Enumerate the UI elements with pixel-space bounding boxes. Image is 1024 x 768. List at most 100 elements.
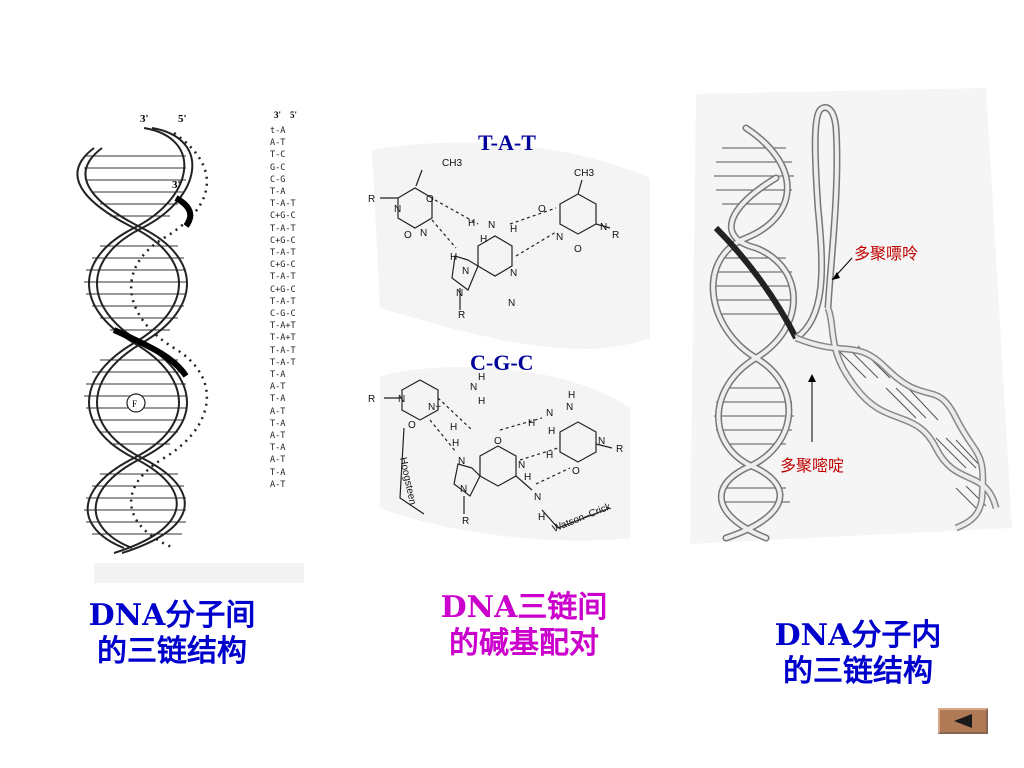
svg-text:O: O <box>404 230 412 241</box>
svg-text:O: O <box>574 244 582 255</box>
cgc-triplet-label: C-G-C <box>470 350 534 375</box>
svg-text:N: N <box>458 456 465 467</box>
svg-text:H: H <box>546 450 553 461</box>
sequence-entry: C+G-C <box>270 284 296 295</box>
caption-intermolecular-line2: 的三链结构 <box>97 634 247 669</box>
svg-text:O: O <box>426 194 434 205</box>
sequence-entry: T-A <box>270 467 286 478</box>
sequence-entry: T-A-T <box>270 248 296 259</box>
intermolecular-triplex-figure: F 3' 5' 3' 3' 5' <box>74 108 314 588</box>
svg-text:H: H <box>548 426 555 437</box>
sequence-entry: T-A-T <box>270 223 296 234</box>
caption-intramolecular-line1: DNA分子内 <box>774 618 942 653</box>
svg-text:H: H <box>528 418 535 429</box>
svg-text:R: R <box>368 194 375 205</box>
svg-text:H: H <box>538 512 545 523</box>
svg-text:N+: N+ <box>428 402 441 413</box>
svg-text:H: H <box>568 390 575 401</box>
sequence-entry: A-T <box>270 455 286 466</box>
svg-text:H: H <box>478 396 485 407</box>
caption-base-pairing-line1: DNA三链间 <box>440 590 608 625</box>
svg-text:CH3: CH3 <box>442 158 462 169</box>
sequence-entry: T-A+T <box>270 321 296 332</box>
sequence-entry: C+G-C <box>270 235 296 246</box>
sequence-entry: C+G-C <box>270 260 296 271</box>
sequence-entry: T-A <box>270 370 286 381</box>
caption-intramolecular-line2: 的三链结构 <box>783 654 933 689</box>
svg-text:O: O <box>572 466 580 477</box>
h-dna-drawing <box>690 88 1012 544</box>
svg-text:N: N <box>470 382 477 393</box>
sequence-entry: T-A <box>270 394 286 405</box>
sequence-entry: T-A+T <box>270 333 296 344</box>
svg-text:R: R <box>616 444 623 455</box>
svg-text:R: R <box>368 394 375 405</box>
strand-3prime-label-b: 3' <box>172 179 181 191</box>
caption-intramolecular: DNA分子内 的三链结构 <box>758 618 958 690</box>
svg-text:R: R <box>458 310 465 321</box>
sequence-entry: G-C <box>270 162 286 173</box>
svg-text:N: N <box>510 268 517 279</box>
svg-text:R: R <box>462 516 469 527</box>
sequence-entry: T-A <box>270 187 286 198</box>
svg-text:H: H <box>524 472 531 483</box>
triplex-helix-drawing: F 3' 5' 3' 3' 5' <box>76 110 304 583</box>
svg-text:O: O <box>538 204 546 215</box>
svg-text:O: O <box>494 436 502 447</box>
sequence-entry: T-A <box>270 443 286 454</box>
sequence-entry: A-T <box>270 382 286 393</box>
svg-text:N: N <box>462 266 469 277</box>
strand-3prime-label: 3' <box>140 113 149 125</box>
polypurine-label: 多聚嘌呤 <box>854 244 919 263</box>
svg-text:N: N <box>556 232 563 243</box>
svg-text:N: N <box>566 402 573 413</box>
sequence-entry: T-A-T <box>270 296 296 307</box>
svg-text:O: O <box>408 420 416 431</box>
sequence-entry: T-A-T <box>270 199 296 210</box>
svg-text:N: N <box>488 220 495 231</box>
seq-3prime-label: 3' <box>274 110 281 120</box>
svg-text:N: N <box>518 460 525 471</box>
sequence-entry: T-A-T <box>270 345 296 356</box>
caption-base-pairing: DNA三链间 的碱基配对 <box>424 590 624 662</box>
svg-text:H: H <box>468 218 475 229</box>
sequence-entry: t-A <box>270 126 286 136</box>
sequence-entry: C+G-C <box>270 211 296 222</box>
svg-text:N: N <box>460 484 467 495</box>
sequence-entry: T-A-T <box>270 272 296 283</box>
svg-text:F: F <box>132 399 137 409</box>
strand-5prime-label: 5' <box>178 113 187 125</box>
svg-text:H: H <box>450 252 457 263</box>
sequence-entry: A-T <box>270 406 286 417</box>
triangle-left-icon <box>954 714 972 728</box>
svg-text:H: H <box>452 438 459 449</box>
sequence-entry: T-C <box>270 150 286 161</box>
sequence-entry: A-T <box>270 431 286 442</box>
svg-text:N: N <box>534 492 541 503</box>
intramolecular-triplex-figure <box>686 88 1016 548</box>
svg-text:N: N <box>420 228 427 239</box>
back-button[interactable] <box>938 708 988 734</box>
sequence-entry: A-T <box>270 138 286 149</box>
svg-text:N: N <box>508 298 515 309</box>
svg-text:H: H <box>480 234 487 245</box>
svg-text:N: N <box>600 222 607 233</box>
polypyrimidine-label: 多聚嘧啶 <box>780 456 845 475</box>
svg-text:H: H <box>510 224 517 235</box>
tat-triplet-label: T-A-T <box>478 130 536 155</box>
svg-text:H: H <box>450 422 457 433</box>
sequence-entry: T-A <box>270 418 286 429</box>
svg-text:CH3: CH3 <box>574 168 594 179</box>
caption-intermolecular-line1: DNA分子间 <box>88 598 256 633</box>
svg-text:N: N <box>546 408 553 419</box>
sequence-entry: C-G <box>270 174 286 185</box>
caption-intermolecular: DNA分子间 的三链结构 <box>72 598 272 670</box>
caption-base-pairing-line2: 的碱基配对 <box>449 626 599 661</box>
svg-text:R: R <box>612 230 619 241</box>
svg-text:N: N <box>398 394 405 405</box>
sequence-entry: T-A-T <box>270 357 296 368</box>
svg-text:H: H <box>478 372 485 383</box>
svg-text:N: N <box>598 436 605 447</box>
